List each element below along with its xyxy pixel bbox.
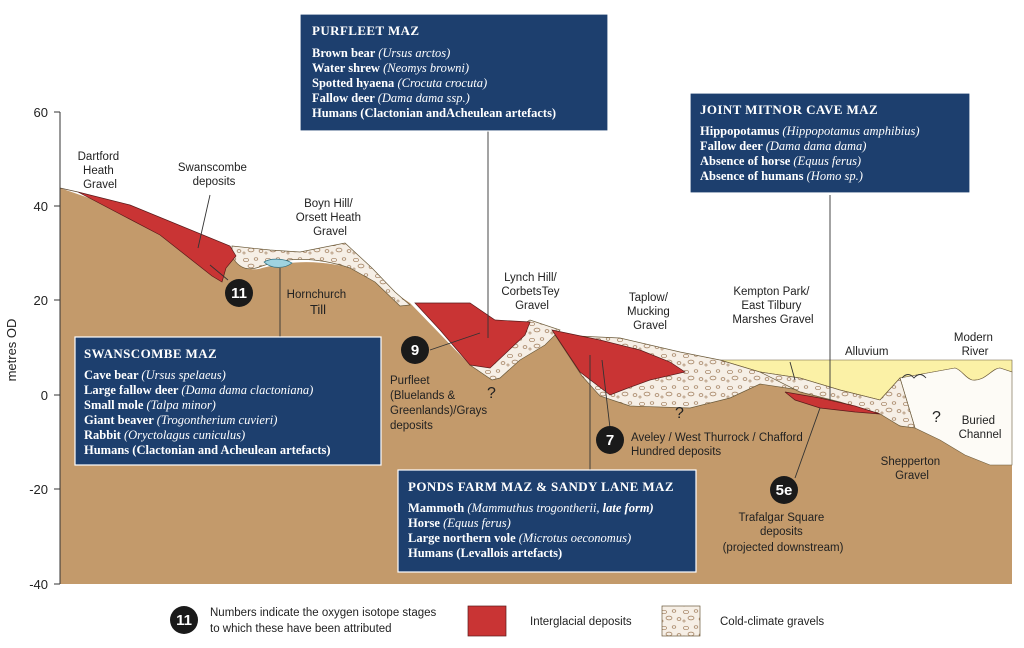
y-axis-label: metres OD (4, 319, 19, 382)
legend-stage-text: Numbers indicate the oxygen isotope stag… (210, 607, 440, 635)
y-tick-label: 20 (34, 293, 48, 308)
svg-text:Cave bear (Ursus spelaeus): Cave bear (Ursus spelaeus) (84, 368, 226, 382)
leader-lines (197, 130, 831, 479)
legend-interglacial-swatch (467, 605, 507, 637)
svg-text:11: 11 (231, 285, 247, 302)
label-modern-river: Modern River (954, 332, 996, 358)
svg-text:Spotted hyaena (Crocuta crocut: Spotted hyaena (Crocuta crocuta) (312, 76, 487, 90)
svg-text:Absence of humans (Homo sp.): Absence of humans (Homo sp.) (700, 169, 863, 183)
swanscombe-maz-box: SWANSCOMBE MAZ Cave bear (Ursus spelaeus… (74, 336, 382, 466)
legend-stage-badge: 11 (170, 606, 198, 634)
stage-badge-11: 11 (225, 279, 253, 307)
svg-text:Humans (Clactonian andAcheulea: Humans (Clactonian andAcheulean artefact… (312, 106, 556, 120)
svg-text:Rabbit (Oryctolagus cuniculus): Rabbit (Oryctolagus cuniculus) (84, 428, 245, 442)
y-tick-label: 40 (34, 199, 48, 214)
svg-text:Giant beaver (Trogontherium cu: Giant beaver (Trogontherium cuvieri) (84, 413, 277, 427)
legend-gravel-label: Cold-climate gravels (720, 616, 824, 628)
stage-badge-9: 9 (401, 336, 429, 364)
dartford-swanscombe-interglacial (77, 191, 237, 283)
ground-surface-line (59, 187, 79, 193)
swanscombe-maz-title: SWANSCOMBE MAZ (84, 346, 217, 361)
svg-text:Absence of horse (Equus ferus): Absence of horse (Equus ferus) (700, 154, 861, 168)
joint-mitnor-maz-title: JOINT MITNOR CAVE MAZ (700, 102, 878, 117)
hornchurch-till (263, 258, 293, 268)
svg-text:Horse (Equus ferus): Horse (Equus ferus) (408, 516, 511, 530)
y-tick-label: -40 (29, 577, 48, 592)
svg-text:5e: 5e (776, 482, 793, 499)
river-wave-icon (901, 374, 927, 379)
label-purfleet-deposits: Purfleet (Bluelands & Greenlands)/Grays … (390, 375, 490, 432)
stage-badge-7: 7 (596, 426, 624, 454)
purfleet-maz-box: PURFLEET MAZ Brown bear (Ursus arctos) W… (299, 13, 609, 132)
question-mark: ? (675, 405, 684, 422)
svg-text:9: 9 (411, 342, 419, 359)
legend-interglacial-label: Interglacial deposits (530, 616, 632, 628)
svg-text:Fallow deer (Dama dama ssp.): Fallow deer (Dama dama ssp.) (312, 91, 470, 105)
label-hornchurch-till: Hornchurch Till (287, 289, 350, 317)
kempton-gravel (759, 371, 916, 429)
ponds-farm-maz-box: PONDS FARM MAZ & SANDY LANE MAZ Mammoth … (397, 469, 697, 573)
svg-text:Large fallow deer (Dama dama c: Large fallow deer (Dama dama clactoniana… (84, 383, 313, 397)
legend: 11 Numbers indicate the oxygen isotope s… (170, 605, 824, 637)
buried-channel (899, 367, 1013, 466)
question-mark: ? (487, 385, 496, 402)
label-taplow: Taplow/ Mucking Gravel (627, 292, 673, 332)
boyn-hill-gravel (231, 242, 411, 307)
purfleet-maz-title: PURFLEET MAZ (312, 23, 420, 38)
label-kempton: Kempton Park/ East Tilbury Marshes Grave… (732, 286, 813, 326)
label-shepperton: Shepperton Gravel (881, 456, 944, 482)
legend-gravel-swatch (661, 605, 701, 637)
joint-mitnor-maz-box: JOINT MITNOR CAVE MAZ Hippopotamus (Hipp… (689, 92, 971, 194)
y-tick-label: 60 (34, 105, 48, 120)
svg-text:Hippopotamus (Hippopotamus amp: Hippopotamus (Hippopotamus amphibius) (700, 124, 919, 138)
svg-text:Large northern vole (Microtus: Large northern vole (Microtus oeconomus) (408, 531, 631, 545)
label-lynch-hill: Lynch Hill/ CorbetsTey Gravel (501, 272, 562, 312)
label-dartford: Dartford Heath Gravel (78, 151, 123, 191)
svg-text:Humans (Levallois artefacts): Humans (Levallois artefacts) (408, 546, 562, 560)
label-alluvium: Alluvium (845, 346, 888, 358)
svg-text:Fallow deer (Dama dama dama): Fallow deer (Dama dama dama) (700, 139, 866, 153)
label-boyn-hill: Boyn Hill/ Orsett Heath Gravel (296, 198, 364, 238)
svg-text:Small mole (Talpa minor): Small mole (Talpa minor) (84, 398, 216, 412)
svg-text:Mammoth (Mammuthus trogontheri: Mammoth (Mammuthus trogontherii, late fo… (408, 501, 654, 515)
svg-text:Water shrew (Neomys browni): Water shrew (Neomys browni) (312, 61, 469, 75)
label-buried-channel: Buried Channel (959, 415, 1002, 441)
svg-text:Humans (Clactonian and Acheule: Humans (Clactonian and Acheulean artefac… (84, 443, 331, 457)
label-swanscombe-deposits: Swanscombe deposits (178, 162, 250, 188)
aveley-interglacial (551, 329, 686, 396)
label-trafalgar: Trafalgar Square deposits (projected dow… (723, 512, 844, 554)
svg-text:7: 7 (606, 432, 614, 449)
question-mark: ? (932, 409, 941, 426)
trafalgar-interglacial (784, 391, 881, 415)
svg-text:Brown bear (Ursus arctos): Brown bear (Ursus arctos) (312, 46, 450, 60)
label-aveley: Aveley / West Thurrock / Chafford Hundre… (631, 432, 806, 458)
stage-badge-5e: 5e (770, 476, 798, 504)
svg-text:11: 11 (176, 612, 192, 629)
y-tick-label: -20 (29, 482, 48, 497)
y-tick-label: 0 (41, 388, 48, 403)
ponds-farm-maz-title: PONDS FARM MAZ & SANDY LANE MAZ (408, 479, 674, 494)
